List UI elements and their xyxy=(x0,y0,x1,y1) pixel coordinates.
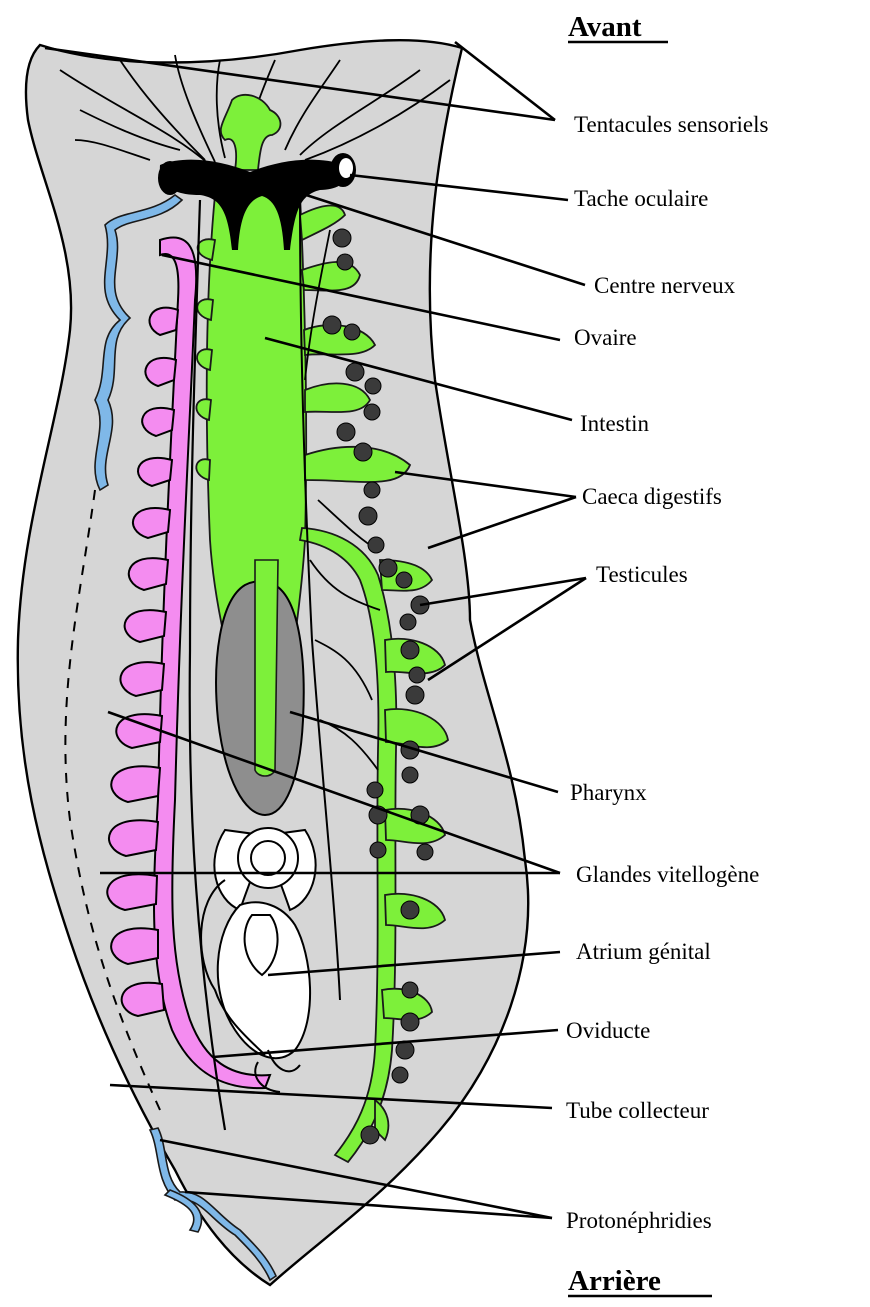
pharynx-intestine-stem xyxy=(255,560,278,776)
header-back: Arrière xyxy=(568,1265,661,1297)
label-genital-atrium: Atrium génital xyxy=(576,939,711,964)
label-pharynx: Pharynx xyxy=(570,780,647,805)
label-testes: Testicules xyxy=(596,562,688,587)
label-oviduct: Oviducte xyxy=(566,1018,650,1043)
label-digestive-caeca: Caeca digestifs xyxy=(582,484,722,509)
label-protonephridia: Protonéphridies xyxy=(566,1208,712,1233)
label-intestine: Intestin xyxy=(580,411,649,436)
label-ovary: Ovaire xyxy=(574,325,637,350)
eyespot-left xyxy=(158,161,182,195)
header-front: Avant xyxy=(568,11,642,43)
label-tentacles: Tentacules sensoriels xyxy=(574,112,769,137)
label-nerve-center: Centre nerveux xyxy=(594,273,736,298)
label-eyespot: Tache oculaire xyxy=(574,186,708,211)
label-collecting-tube: Tube collecteur xyxy=(566,1098,709,1123)
label-vitelline-glands: Glandes vitellogène xyxy=(576,862,759,887)
